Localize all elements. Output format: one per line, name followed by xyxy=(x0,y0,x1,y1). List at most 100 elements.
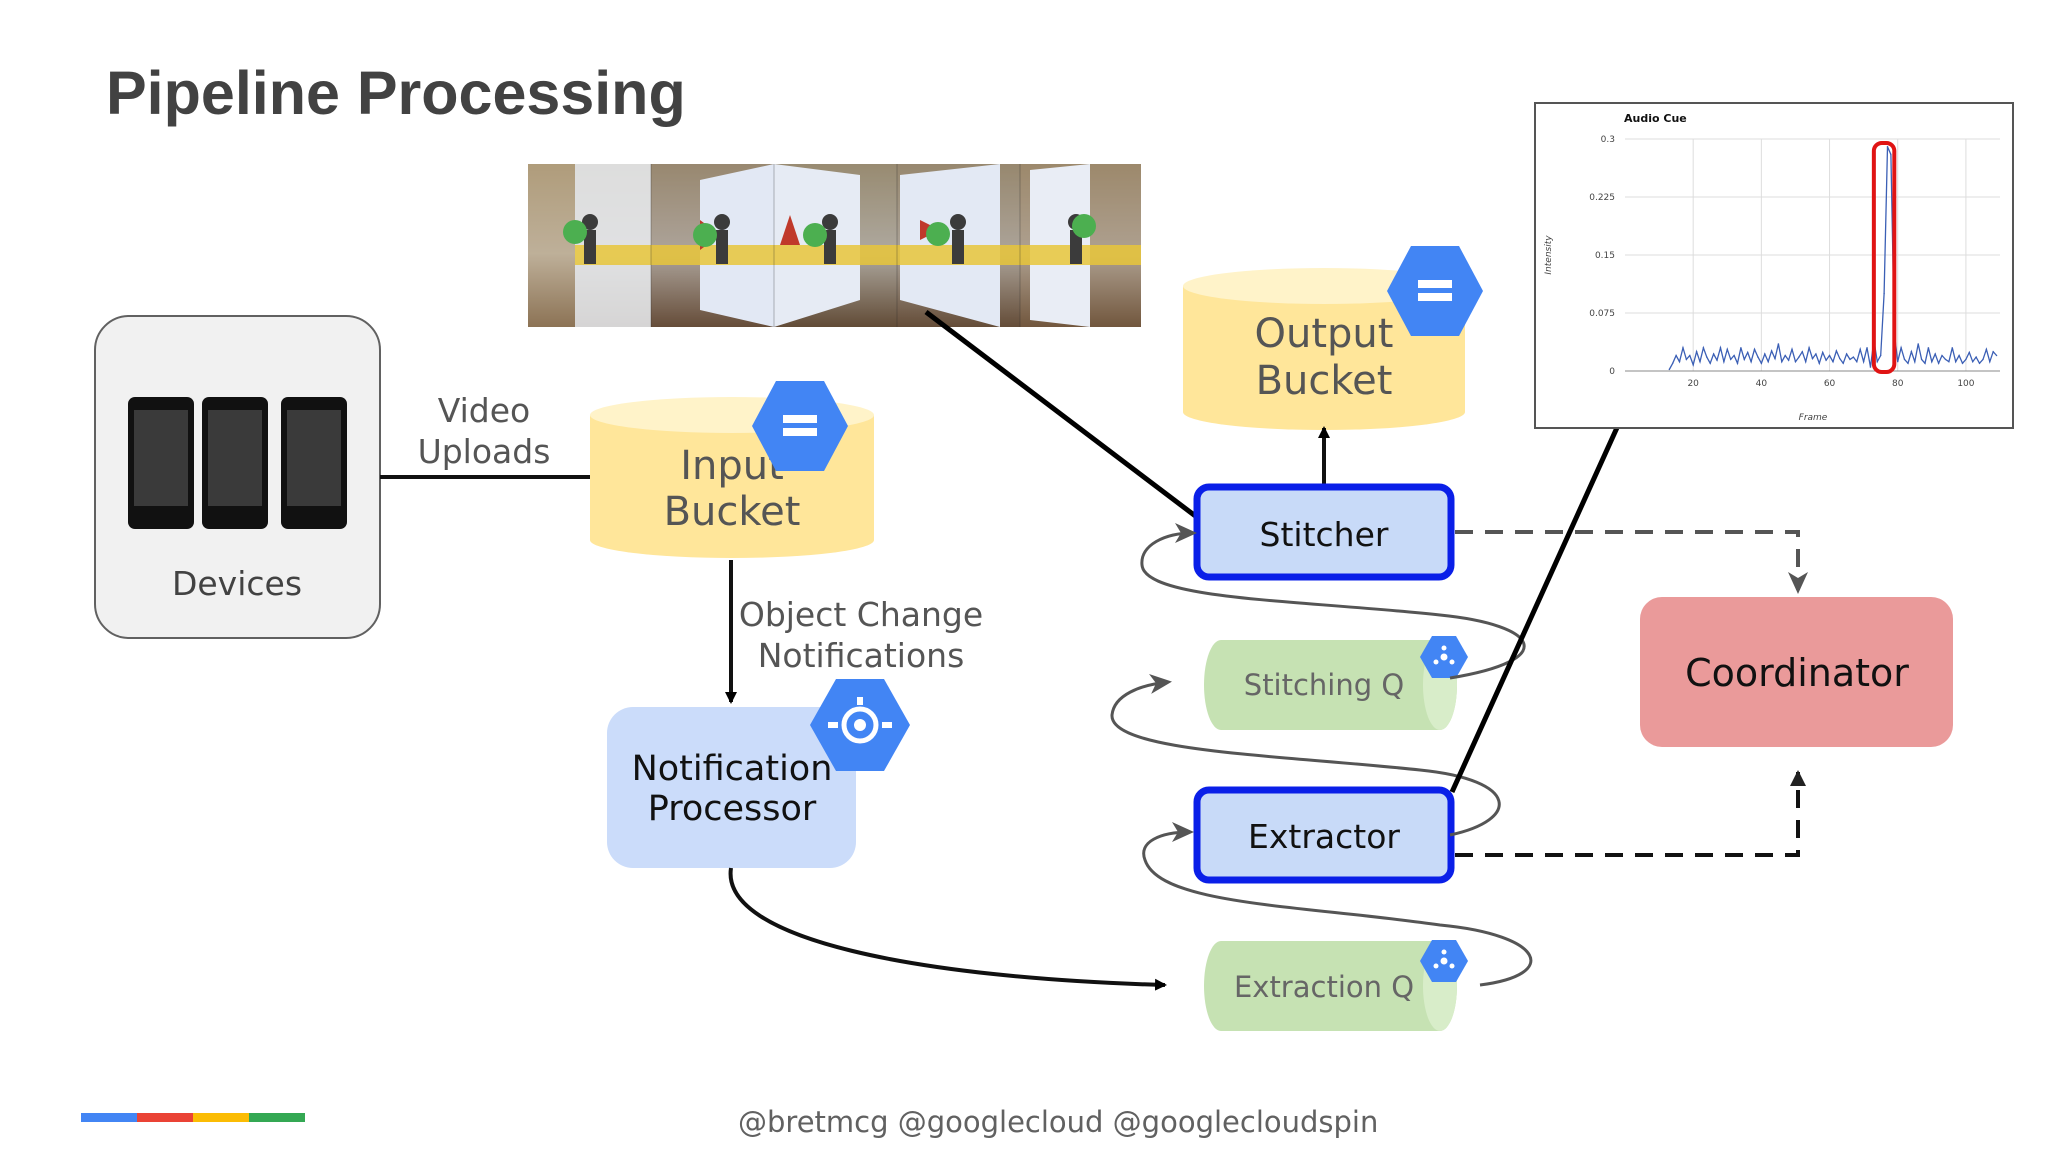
chart-point xyxy=(1815,353,1817,355)
extraction-queue: Extraction Q xyxy=(1204,941,1457,1031)
video-uploads-label-line1: Video xyxy=(438,391,530,430)
chart-point xyxy=(1859,348,1861,351)
notification-processor: Notification Processor xyxy=(607,707,856,868)
extractor-box: Extractor xyxy=(1193,786,1455,884)
chart-point xyxy=(1740,347,1742,349)
slide-title: Pipeline Processing xyxy=(106,59,686,127)
chart-point xyxy=(1702,347,1705,349)
devices-label: Devices xyxy=(172,564,302,603)
chart-point xyxy=(1924,362,1926,364)
stitcher-to-coordinator-arrow xyxy=(1455,530,1808,594)
chart-x-tick-label: 60 xyxy=(1824,379,1836,389)
chart-y-tick-label: 0 xyxy=(1609,367,1615,377)
chart-point xyxy=(1897,361,1899,363)
chart-point xyxy=(1944,358,1947,361)
chart-point xyxy=(1914,361,1916,363)
chart-point xyxy=(1931,361,1933,363)
cloud-storage-icon xyxy=(752,381,848,471)
chart-point xyxy=(1770,350,1773,352)
chart-x-tick-label: 80 xyxy=(1892,379,1904,389)
chart-title: Audio Cue xyxy=(1624,112,1687,125)
video-uploads-label-line2: Uploads xyxy=(418,432,551,471)
output-bucket-label-line1: Output xyxy=(1255,311,1394,357)
chart-point xyxy=(1764,353,1766,355)
chart-y-tick-label: 0.225 xyxy=(1589,193,1615,203)
chart-point xyxy=(1794,361,1797,363)
chart-point xyxy=(1869,366,1872,368)
chart-point xyxy=(1852,356,1855,358)
chart-point xyxy=(1856,361,1858,363)
chart-point xyxy=(1682,347,1684,349)
chart-point xyxy=(1910,350,1913,353)
chart-point xyxy=(1883,292,1885,295)
app-engine-icon xyxy=(810,679,910,771)
stitching-q-label: Stitching Q xyxy=(1244,668,1404,702)
extraction-q-label: Extraction Q xyxy=(1234,970,1414,1004)
smartphone-icon xyxy=(128,397,347,529)
chart-point xyxy=(1777,343,1780,345)
chart-point xyxy=(1835,350,1838,352)
chart-point xyxy=(1876,361,1878,363)
chart-point xyxy=(1818,362,1821,364)
chart-point xyxy=(1781,361,1783,363)
chart-point xyxy=(1845,353,1848,355)
chart-point xyxy=(1675,354,1677,357)
chart-point xyxy=(1992,350,1994,353)
google-color-bar xyxy=(81,1113,305,1122)
chart-point xyxy=(1972,361,1974,363)
chart-highlight-box xyxy=(1871,141,1897,374)
chart-x-tick-label: 100 xyxy=(1957,379,1974,389)
brand-color-segment xyxy=(81,1113,137,1122)
chart-point xyxy=(1975,356,1977,358)
chart-point xyxy=(1750,361,1752,363)
object-change-label-line1: Object Change xyxy=(739,595,983,634)
chart-point xyxy=(1839,357,1841,360)
chart-point xyxy=(1791,348,1793,351)
chart-point xyxy=(1985,348,1988,351)
chart-point xyxy=(1811,357,1814,360)
stitching-queue: Stitching Q xyxy=(1204,640,1457,730)
panorama-image xyxy=(528,164,1141,327)
chart-connector xyxy=(1449,408,1628,794)
panorama-connector xyxy=(924,310,1200,520)
chart-point xyxy=(1982,358,1984,361)
chart-point xyxy=(1672,362,1674,364)
chart-y-tick-label: 0.15 xyxy=(1595,251,1615,261)
chart-point xyxy=(1879,354,1882,357)
chart-point xyxy=(1832,361,1834,363)
output-bucket-label-line2: Bucket xyxy=(1256,358,1393,404)
chart-point xyxy=(1699,361,1701,363)
chart-point xyxy=(1685,358,1688,361)
chart-point xyxy=(1822,351,1824,354)
chart-point xyxy=(1920,358,1923,361)
extractor-label: Extractor xyxy=(1248,817,1400,856)
chart-point xyxy=(1706,356,1708,358)
chart-point xyxy=(1716,359,1718,361)
chart-point xyxy=(1866,347,1868,349)
chart-point xyxy=(1668,368,1671,371)
stitcher-label: Stitcher xyxy=(1260,515,1389,554)
coordinator-label: Coordinator xyxy=(1685,651,1909,695)
input-bucket-label-line2: Bucket xyxy=(664,489,801,535)
chart-point xyxy=(1903,358,1906,361)
chart-point xyxy=(1736,362,1739,364)
chart-y-tick-label: 0.075 xyxy=(1589,309,1615,319)
chart-point xyxy=(1978,362,1981,364)
chart-point xyxy=(1954,361,1957,363)
chart-point xyxy=(1890,153,1892,156)
chart-point xyxy=(1760,362,1763,364)
chart-point xyxy=(1743,358,1746,361)
chart-point xyxy=(1757,356,1759,358)
chart-point xyxy=(1842,362,1844,364)
chart-point xyxy=(1989,361,1991,363)
chart-point xyxy=(1689,354,1691,357)
chart-x-tick-label: 40 xyxy=(1756,379,1768,389)
pubsub-icon xyxy=(1420,940,1468,982)
chart-x-tick-label: 20 xyxy=(1687,379,1699,389)
notification-processor-label-line2: Processor xyxy=(648,789,817,829)
chart-point xyxy=(1767,361,1769,363)
extractor-to-coordinator-arrow xyxy=(1455,770,1806,857)
chart-point xyxy=(1804,361,1807,363)
chart-point xyxy=(1726,348,1728,351)
chart-point xyxy=(1784,354,1786,357)
